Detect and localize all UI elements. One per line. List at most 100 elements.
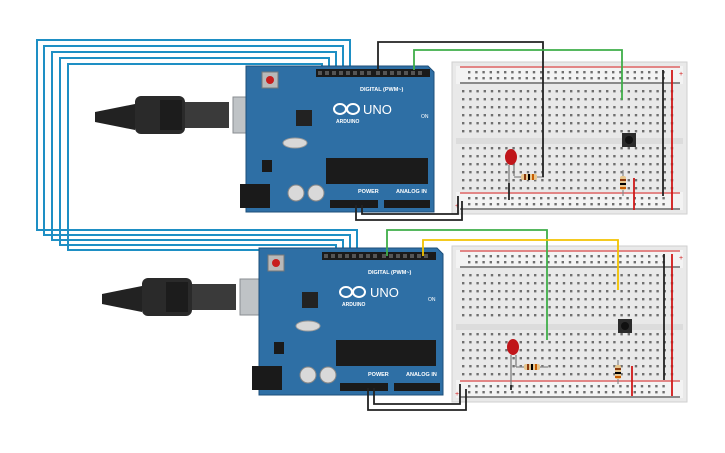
breadboard-hole[interactable] (468, 197, 471, 200)
breadboard-hole[interactable] (490, 333, 494, 336)
breadboard-hole[interactable] (648, 391, 651, 394)
breadboard-hole[interactable] (555, 122, 558, 125)
breadboard-hole[interactable] (534, 187, 537, 190)
breadboard-hole[interactable] (483, 306, 486, 309)
breadboard-hole[interactable] (482, 197, 485, 200)
breadboard-hole[interactable] (519, 365, 522, 368)
breadboard-hole[interactable] (591, 179, 594, 182)
breadboard-hole[interactable] (656, 341, 659, 344)
breadboard-hole[interactable] (561, 197, 564, 200)
breadboard-hole[interactable] (498, 155, 501, 158)
breadboard-hole[interactable] (634, 114, 638, 117)
breadboard-hole[interactable] (562, 122, 566, 125)
breadboard-hole[interactable] (476, 365, 479, 368)
breadboard-hole[interactable] (655, 261, 658, 264)
breadboard-hole[interactable] (505, 314, 508, 317)
breadboard-hole[interactable] (584, 373, 587, 376)
breadboard-hole[interactable] (476, 179, 479, 182)
breadboard-hole[interactable] (462, 365, 465, 368)
breadboard-hole[interactable] (568, 261, 572, 264)
breadboard-hole[interactable] (526, 98, 530, 101)
breadboard-hole[interactable] (656, 106, 659, 109)
breadboard-hole[interactable] (534, 163, 537, 166)
breadboard-hole[interactable] (634, 298, 638, 301)
breadboard-hole[interactable] (591, 290, 594, 293)
breadboard-hole[interactable] (547, 261, 550, 264)
breadboard-hole[interactable] (483, 90, 486, 93)
breadboard-hole[interactable] (640, 71, 644, 74)
breadboard-hole[interactable] (577, 290, 580, 293)
breadboard-hole[interactable] (462, 147, 465, 150)
breadboard-hole[interactable] (583, 385, 586, 388)
breadboard-hole[interactable] (627, 130, 630, 133)
breadboard-hole[interactable] (598, 163, 602, 166)
breadboard-hole[interactable] (518, 255, 521, 258)
breadboard-hole[interactable] (518, 391, 521, 394)
breadboard-hole[interactable] (649, 122, 652, 125)
breadboard-hole[interactable] (468, 255, 471, 258)
breadboard-hole[interactable] (483, 341, 486, 344)
breadboard-hole[interactable] (505, 365, 508, 368)
breadboard-hole[interactable] (577, 114, 580, 117)
breadboard-hole[interactable] (598, 314, 602, 317)
breadboard-hole[interactable] (490, 282, 494, 285)
breadboard-hole[interactable] (562, 306, 566, 309)
breadboard-hole[interactable] (541, 357, 544, 360)
breadboard-hole[interactable] (620, 155, 623, 158)
breadboard-hole[interactable] (642, 373, 645, 376)
breadboard-hole[interactable] (627, 282, 630, 285)
breadboard-hole[interactable] (584, 187, 587, 190)
breadboard-hole[interactable] (613, 357, 616, 360)
breadboard-hole[interactable] (663, 187, 666, 190)
breadboard-hole[interactable] (576, 385, 579, 388)
breadboard-hole[interactable] (526, 306, 530, 309)
breadboard-hole[interactable] (620, 282, 623, 285)
breadboard-hole[interactable] (613, 365, 616, 368)
breadboard-hole[interactable] (613, 333, 616, 336)
breadboard-hole[interactable] (548, 282, 551, 285)
breadboard-hole[interactable] (606, 179, 609, 182)
breadboard-hole[interactable] (504, 203, 507, 206)
breadboard-hole[interactable] (512, 130, 515, 133)
breadboard-hole[interactable] (590, 261, 593, 264)
breadboard-hole[interactable] (598, 155, 602, 158)
breadboard-hole[interactable] (620, 306, 623, 309)
breadboard-hole[interactable] (604, 261, 608, 264)
breadboard-hole[interactable] (490, 130, 494, 133)
resistor-2b[interactable] (615, 360, 621, 384)
breadboard-hole[interactable] (547, 255, 550, 258)
breadboard-hole[interactable] (649, 130, 652, 133)
breadboard-hole[interactable] (475, 255, 478, 258)
breadboard-hole[interactable] (519, 357, 522, 360)
breadboard-hole[interactable] (627, 365, 630, 368)
breadboard-hole[interactable] (620, 314, 623, 317)
breadboard-hole[interactable] (584, 306, 587, 309)
breadboard-hole[interactable] (498, 171, 501, 174)
breadboard-hole[interactable] (519, 90, 522, 93)
breadboard-hole[interactable] (613, 373, 616, 376)
breadboard-hole[interactable] (534, 98, 537, 101)
breadboard-hole[interactable] (498, 341, 501, 344)
breadboard-hole[interactable] (598, 365, 602, 368)
pushbutton-2[interactable] (618, 319, 632, 333)
breadboard-hole[interactable] (642, 365, 645, 368)
breadboard-hole[interactable] (476, 114, 479, 117)
breadboard-hole[interactable] (462, 333, 465, 336)
breadboard-hole[interactable] (626, 261, 629, 264)
breadboard-hole[interactable] (598, 171, 602, 174)
breadboard-hole[interactable] (562, 290, 566, 293)
breadboard-hole[interactable] (490, 314, 494, 317)
breadboard-hole[interactable] (504, 77, 507, 80)
breadboard-hole[interactable] (555, 290, 558, 293)
breadboard-hole[interactable] (511, 71, 514, 74)
breadboard-hole[interactable] (554, 77, 557, 80)
breadboard-hole[interactable] (570, 349, 573, 352)
breadboard-hole[interactable] (562, 187, 566, 190)
breadboard-hole[interactable] (590, 71, 593, 74)
breadboard-hole[interactable] (591, 333, 594, 336)
breadboard-hole[interactable] (483, 130, 486, 133)
breadboard-hole[interactable] (562, 341, 566, 344)
breadboard-hole[interactable] (656, 163, 659, 166)
breadboard-hole[interactable] (619, 197, 622, 200)
breadboard-hole[interactable] (512, 333, 515, 336)
